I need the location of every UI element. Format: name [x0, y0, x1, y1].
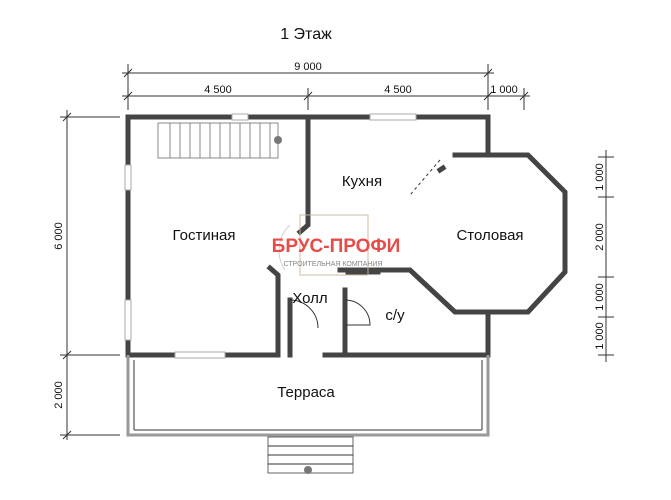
room-dining: Столовая [456, 227, 523, 244]
logo-name: БРУС-ПРОФИ [272, 236, 401, 257]
dim-top-mid: 4 500 [384, 84, 412, 96]
dim-right-4: 1 000 [594, 322, 606, 350]
hall-door [289, 299, 319, 329]
wc-door [344, 299, 371, 326]
room-terrace: Терраса [277, 384, 335, 401]
left-dimensions [60, 110, 120, 440]
right-dimensions [598, 150, 614, 362]
top-dimensions [122, 64, 530, 110]
plan-title: 1 Этаж [280, 26, 332, 43]
logo-subtitle: СТРОИТЕЛЬНАЯ КОМПАНИЯ [283, 261, 382, 268]
staircase [157, 122, 282, 159]
room-hall: Холл [292, 290, 327, 307]
room-wc: с/у [385, 307, 405, 324]
dim-left-house: 6 000 [53, 222, 65, 250]
room-kitchen: Кухня [342, 173, 382, 190]
windows [124, 113, 441, 359]
dim-top-total: 9 000 [294, 61, 322, 73]
dim-right-2: 2 000 [594, 223, 606, 251]
dim-left-terrace: 2 000 [53, 381, 65, 409]
dim-top-left: 4 500 [204, 84, 232, 96]
dim-right-1: 1 000 [594, 163, 606, 191]
terrace-railing [126, 355, 490, 474]
room-living: Гостиная [173, 227, 236, 244]
company-logo: БРУС-ПРОФИ СТРОИТЕЛЬНАЯ КОМПАНИЯ [272, 214, 401, 276]
dim-right-3: 1 000 [594, 283, 606, 311]
dim-top-right: 1 000 [490, 84, 518, 96]
